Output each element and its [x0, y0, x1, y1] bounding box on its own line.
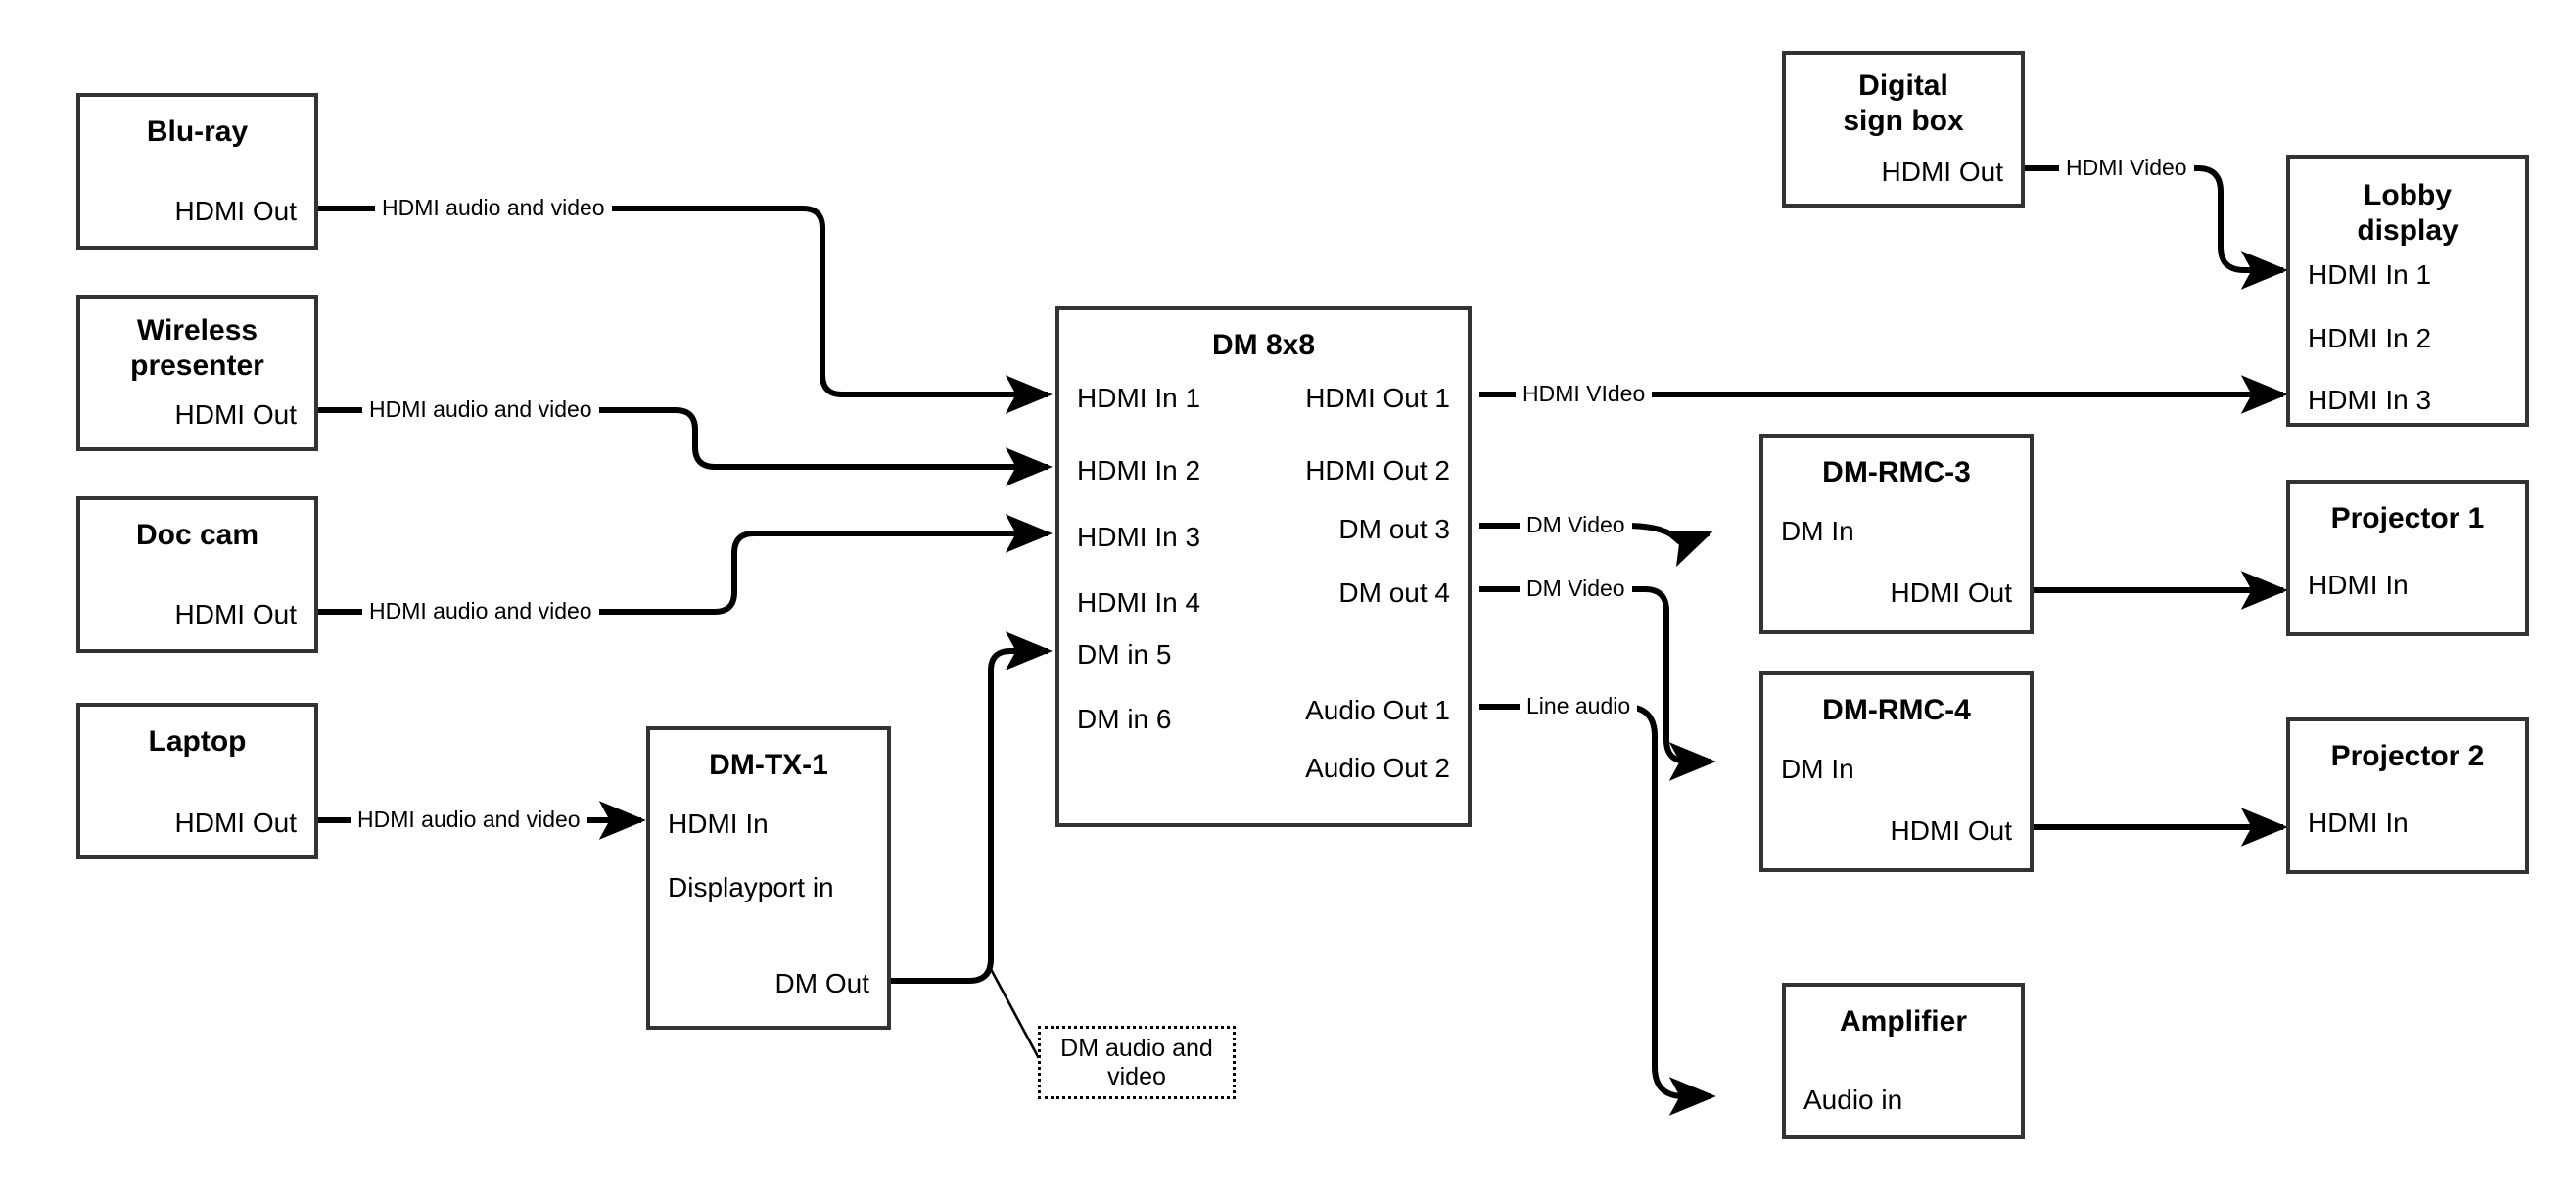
node-amplifier-port-audio-in: Audio in	[1803, 1085, 1903, 1115]
wire-label-sign-to-lobby1: HDMI Video	[2059, 155, 2194, 180]
node-dm-rmc-4-port-dm-in: DM In	[1781, 754, 1854, 784]
node-bluray-port-hdmi-out: HDMI Out	[174, 196, 297, 226]
node-dm-rmc-3-title: DM-RMC-3	[1822, 456, 1971, 488]
node-lobby-display-port-hdmi-in-1: HDMI In 1	[2308, 259, 2432, 290]
wire-sign-to-lobby1	[2025, 165, 2288, 290]
wire-callout-leader	[989, 968, 1043, 1063]
node-bluray-title: Blu-ray	[146, 115, 249, 148]
wire-audioout1-to-amp	[1479, 704, 1716, 1116]
node-projector-1[interactable]: Projector 1 HDMI In	[2286, 480, 2529, 636]
node-digital-sign-box-port-hdmi-out: HDMI Out	[1881, 157, 2003, 187]
node-dm-8x8-port-hdmi-out-1: HDMI Out 1	[1305, 383, 1450, 413]
wire-label-dmout3-to-rmc3: DM Video	[1520, 512, 1632, 537]
node-lobby-display-title: Lobby display	[2357, 179, 2459, 247]
node-dm-tx-1-port-displayport-in: Displayport in	[668, 872, 834, 902]
node-projector-1-port-hdmi-in: HDMI In	[2308, 570, 2409, 600]
node-dm-tx-1-port-hdmi-in: HDMI In	[668, 808, 769, 839]
node-laptop[interactable]: Laptop HDMI Out	[76, 703, 318, 859]
node-dm-8x8-port-audio-out-2: Audio Out 2	[1305, 753, 1450, 783]
node-digital-sign-box-title: Digital sign box	[1843, 69, 1964, 137]
node-wireless-presenter[interactable]: Wireless presenter HDMI Out	[76, 295, 318, 451]
node-dm-tx-1[interactable]: DM-TX-1 HDMI In Displayport in DM Out	[646, 726, 891, 1030]
callout-dm-audio-and-video: DM audio and video	[1038, 1026, 1236, 1099]
node-dm-rmc-3-port-dm-in: DM In	[1781, 516, 1854, 546]
wire-label-audioout1-to-amp: Line audio	[1520, 693, 1638, 718]
node-dm-8x8-port-dm-in-6: DM in 6	[1077, 704, 1172, 734]
wire-label-bluray-to-in1: HDMI audio and video	[375, 195, 612, 220]
node-dm-8x8-port-hdmi-out-2: HDMI Out 2	[1305, 455, 1450, 485]
node-digital-sign-box[interactable]: Digital sign box HDMI Out	[1782, 51, 2025, 208]
node-dm-8x8[interactable]: DM 8x8 HDMI In 1 HDMI In 2 HDMI In 3 HDM…	[1055, 306, 1472, 827]
node-bluray[interactable]: Blu-ray HDMI Out	[76, 93, 318, 250]
node-dm-8x8-port-audio-out-1: Audio Out 1	[1305, 695, 1450, 725]
node-dm-rmc-3-port-hdmi-out: HDMI Out	[1890, 577, 2012, 608]
node-dm-8x8-port-hdmi-in-3: HDMI In 3	[1077, 522, 1201, 552]
node-doc-cam-port-hdmi-out: HDMI Out	[174, 599, 297, 629]
node-amplifier-title: Amplifier	[1839, 1005, 1968, 1038]
node-projector-2-port-hdmi-in: HDMI In	[2308, 808, 2409, 838]
node-dm-8x8-port-hdmi-in-2: HDMI In 2	[1077, 455, 1201, 485]
node-dm-tx-1-port-dm-out: DM Out	[774, 968, 869, 998]
node-lobby-display-port-hdmi-in-3: HDMI In 3	[2308, 385, 2432, 415]
wire-dmout4-to-rmc4	[1479, 586, 1716, 781]
node-dm-8x8-port-dm-out-3: DM out 3	[1338, 514, 1450, 544]
node-dm-8x8-port-dm-out-4: DM out 4	[1338, 577, 1450, 608]
node-dm-rmc-4-title: DM-RMC-4	[1822, 694, 1971, 726]
node-doc-cam[interactable]: Doc cam HDMI Out	[76, 496, 318, 653]
node-dm-8x8-port-hdmi-in-4: HDMI In 4	[1077, 587, 1201, 618]
node-dm-8x8-port-dm-in-5: DM in 5	[1077, 639, 1172, 670]
node-wireless-presenter-port-hdmi-out: HDMI Out	[174, 399, 297, 430]
wire-label-dmout4-to-rmc4: DM Video	[1520, 576, 1632, 601]
node-dm-8x8-port-hdmi-in-1: HDMI In 1	[1077, 383, 1201, 413]
node-doc-cam-title: Doc cam	[135, 519, 259, 551]
node-lobby-display-port-hdmi-in-2: HDMI In 2	[2308, 323, 2432, 353]
wire-label-doccam-to-in3: HDMI audio and video	[362, 598, 599, 624]
node-projector-1-title: Projector 1	[2330, 502, 2485, 534]
node-lobby-display[interactable]: Lobby display HDMI In 1 HDMI In 2 HDMI I…	[2286, 155, 2529, 427]
node-dm-tx-1-title: DM-TX-1	[709, 749, 828, 781]
wire-label-hdmiout1-to-lobby3: HDMI VIdeo	[1516, 381, 1653, 406]
node-dm-rmc-4-port-hdmi-out: HDMI Out	[1890, 815, 2012, 846]
node-laptop-title: Laptop	[148, 725, 247, 758]
node-dm-rmc-4[interactable]: DM-RMC-4 DM In HDMI Out	[1759, 671, 2034, 872]
node-dm-8x8-title: DM 8x8	[1211, 329, 1316, 361]
node-projector-2-title: Projector 2	[2330, 740, 2485, 772]
wire-dmtx1-to-in5	[891, 631, 1053, 984]
wire-label-laptop-to-dmtx1: HDMI audio and video	[351, 807, 587, 832]
node-amplifier[interactable]: Amplifier Audio in	[1782, 983, 2025, 1139]
wire-label-wireless-to-in2: HDMI audio and video	[362, 396, 599, 422]
wire-bluray-to-in1	[318, 206, 1053, 414]
node-wireless-presenter-title: Wireless presenter	[130, 314, 264, 382]
node-projector-2[interactable]: Projector 2 HDMI In	[2286, 717, 2529, 874]
node-dm-rmc-3[interactable]: DM-RMC-3 DM In HDMI Out	[1759, 434, 2034, 634]
node-laptop-port-hdmi-out: HDMI Out	[174, 808, 297, 838]
